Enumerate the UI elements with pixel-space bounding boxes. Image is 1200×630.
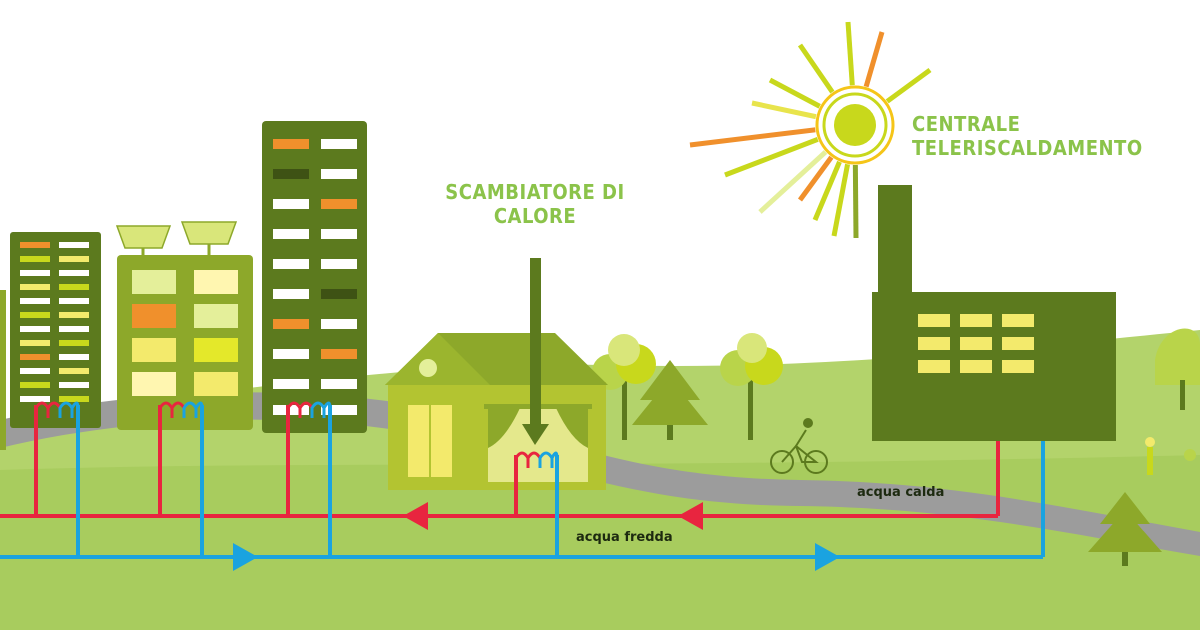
flow-arrow-icon [233, 502, 840, 571]
heat-exchanger-label-line1: SCAMBIATORE DI [445, 180, 625, 204]
solar-panel-icon [180, 221, 238, 258]
radiator-icon [514, 451, 559, 468]
hot-water-pipe [0, 405, 1000, 518]
radiator-icon [158, 401, 204, 418]
tree-icon [720, 333, 783, 440]
radiator-icon [286, 401, 332, 418]
cyclist-icon [770, 418, 828, 474]
heat-exchanger-label-line2: CALORE [493, 204, 577, 228]
house-icon [385, 333, 608, 490]
hot-water-label: acqua calda [857, 485, 945, 500]
tree-icon [632, 360, 708, 440]
cold-water-label: acqua fredda [576, 530, 673, 545]
apartment-building-3 [262, 121, 367, 433]
plant-label-line1: CENTRALE [912, 112, 1021, 136]
building-left-edge [0, 290, 6, 450]
apartment-building-2 [115, 221, 253, 430]
cold-water-pipe [0, 405, 1045, 559]
pointer-arrow [522, 258, 549, 445]
solar-panel-icon [115, 225, 172, 258]
radiator-icon [34, 401, 80, 418]
sun-icon [689, 21, 932, 239]
tree-icon [1088, 492, 1162, 566]
plant-label-line2: TELERISCALDAMENTO [912, 136, 1143, 160]
plant-label: CENTRALE TELERISCALDAMENTO [912, 112, 1143, 160]
heat-exchanger-label: SCAMBIATORE DI CALORE [440, 180, 630, 228]
factory-icon [872, 185, 1116, 441]
tree-icon [1155, 328, 1200, 410]
flower-icon [1145, 437, 1196, 475]
apartment-building-1 [10, 232, 101, 428]
tree-icon [592, 334, 656, 440]
